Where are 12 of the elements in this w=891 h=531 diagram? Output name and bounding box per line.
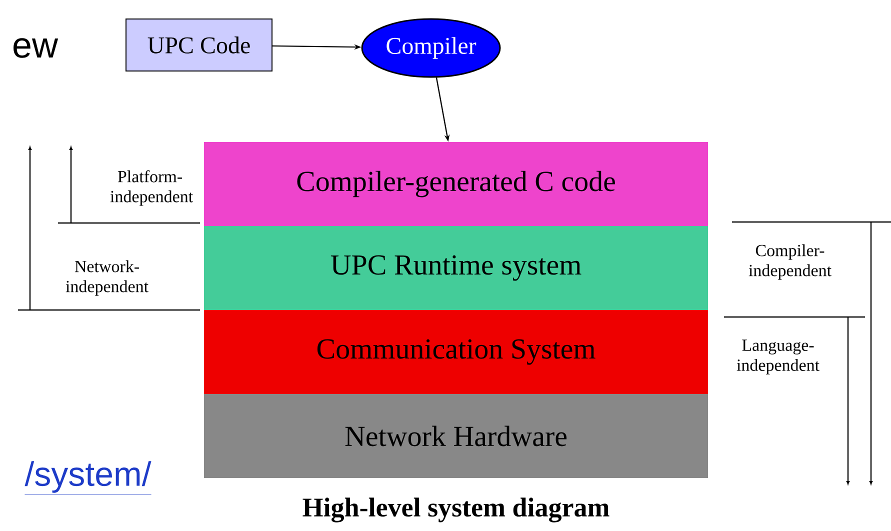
layer-band: Communication System xyxy=(204,310,708,394)
side-label: Compiler-independent xyxy=(748,244,832,280)
layer-band: Network Hardware xyxy=(204,394,708,478)
slide-text: ew xyxy=(14,38,58,58)
side-label: Platform-independent xyxy=(110,170,193,206)
layer-band: Compiler-generated C code xyxy=(204,142,708,226)
side-label: Network-independent xyxy=(66,260,148,296)
side-label: Language-independent xyxy=(736,340,820,374)
code-box: UPC Code xyxy=(126,18,272,72)
link-text: /system/ xyxy=(24,461,152,494)
caption: High-level system diagram xyxy=(302,498,610,522)
layer-band: UPC Runtime system xyxy=(204,226,708,310)
